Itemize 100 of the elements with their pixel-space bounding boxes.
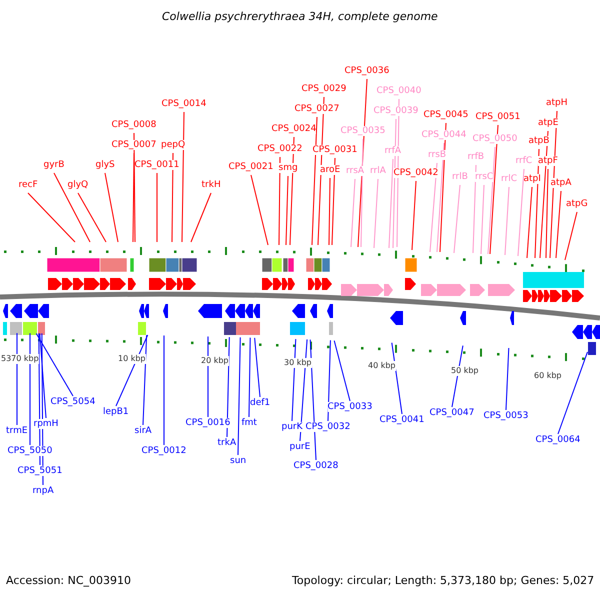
leader-line <box>254 337 260 398</box>
gene-label: CPS_5051 <box>18 466 62 476</box>
gene-label: CPS_0035 <box>340 126 386 136</box>
gene-label: rpmH <box>34 419 58 429</box>
leader-line <box>54 172 90 242</box>
leader-line <box>550 110 558 258</box>
gene-label: CPS_0011 <box>134 160 180 170</box>
leader-line <box>454 184 460 254</box>
gene-label: CPS_0032 <box>306 422 350 432</box>
gene-label: rrlA <box>370 166 386 176</box>
scale-label: 40 kbp <box>368 361 396 371</box>
leader-line <box>38 332 40 466</box>
gene-label: fmt <box>242 418 257 428</box>
leader-line <box>430 162 438 252</box>
gene-label: CPS_0053 <box>484 411 528 421</box>
leader-line <box>28 192 76 242</box>
leader-line <box>226 336 230 438</box>
gene-label: pepQ <box>161 140 186 150</box>
leader-line <box>472 164 476 254</box>
leader-line <box>116 334 148 406</box>
leader-line <box>134 132 136 242</box>
leader-line <box>506 347 510 410</box>
footer-text: Accession: NC_003910 <box>6 576 132 586</box>
leader-line <box>328 178 330 246</box>
leader-line <box>142 334 148 426</box>
leader-line <box>300 338 308 442</box>
gene-label: recF <box>18 180 38 190</box>
gene-label: aroE <box>320 165 340 175</box>
gene-label: rrsC <box>475 172 494 182</box>
gene-label: CPS_0027 <box>294 104 340 114</box>
gene-label: CPS_5050 <box>8 446 52 456</box>
leader-line <box>540 130 548 258</box>
leader-line <box>132 152 134 242</box>
gene-label: rrfC <box>516 156 532 166</box>
leader-line <box>504 186 510 256</box>
gene-label: atpG <box>566 199 588 209</box>
gene-label: CPS_5054 <box>50 397 96 407</box>
leader-line <box>534 148 540 258</box>
leader-line <box>238 336 241 456</box>
leader-line <box>490 124 498 254</box>
gene-label: CPS_0014 <box>162 99 206 109</box>
leader-line <box>412 180 416 250</box>
title: Colwellia psychrerythraea 34H, complete genome <box>162 12 438 22</box>
leader-line <box>564 212 578 260</box>
gene-label: smg <box>278 163 298 173</box>
gene-label: glyS <box>96 160 115 170</box>
leader-line <box>392 118 396 248</box>
gene-label: CPS_0007 <box>112 140 156 150</box>
leader-line <box>374 178 378 248</box>
leader-line <box>396 98 400 248</box>
leader-line <box>546 168 548 258</box>
leader-line <box>350 178 356 248</box>
leader-line <box>488 146 496 254</box>
leader-line <box>16 332 18 426</box>
gene-label: CPS_0028 <box>294 461 338 471</box>
gene-label: CPS_0029 <box>302 84 346 94</box>
footer-text: Topology: circular; Length: 5,373,180 bp; Genes: 5,027 <box>292 576 594 586</box>
leader-line <box>334 340 350 402</box>
scale-label: 30 kbp <box>284 358 312 368</box>
gene-label: gyrB <box>44 160 64 170</box>
gene-label: CPS_0021 <box>228 162 274 172</box>
gene-label: CPS_0024 <box>272 124 316 134</box>
leader-line <box>182 112 184 242</box>
gene-label: CPS_0050 <box>472 134 518 144</box>
leader-line <box>358 78 368 248</box>
gene-label: CPS_0051 <box>476 112 520 122</box>
gene-label: atpI <box>524 174 541 184</box>
gene-label: CPS_0012 <box>142 446 186 456</box>
scale-label: 50 kbp <box>451 366 479 376</box>
leader-line <box>480 184 484 254</box>
leader-line <box>104 172 118 242</box>
leader-line <box>39 332 46 418</box>
gene-label: atpH <box>546 98 568 108</box>
gene-label: purE <box>290 442 310 452</box>
gene-label: CPS_0041 <box>380 415 424 425</box>
scale-label: 5370 kbp <box>1 354 39 364</box>
leader-line <box>278 156 280 246</box>
leader-line <box>248 337 251 418</box>
gene-label: CPS_0042 <box>394 168 438 178</box>
leader-line <box>518 168 524 256</box>
leader-line <box>78 192 106 242</box>
gene-label: trkA <box>218 438 236 448</box>
leader-line <box>172 152 174 242</box>
scale-label: 20 kbp <box>201 356 229 366</box>
leader-line <box>558 351 588 434</box>
gene-label: purK <box>282 422 303 432</box>
gene-label: rrfA <box>384 146 402 156</box>
gene-label: trkH <box>202 180 221 190</box>
leader-line <box>332 158 336 246</box>
gene-label: atpE <box>538 118 558 128</box>
leader-line <box>250 174 268 246</box>
leader-line <box>391 342 402 414</box>
leader-line <box>556 190 562 258</box>
gene-label: sirA <box>134 426 152 436</box>
gene-label: sun <box>230 456 246 466</box>
gene-label: rrlB <box>452 172 468 182</box>
leader-line <box>290 136 294 246</box>
leader-line <box>440 122 446 252</box>
leader-line <box>526 186 532 258</box>
gene-label: atpA <box>550 178 572 188</box>
